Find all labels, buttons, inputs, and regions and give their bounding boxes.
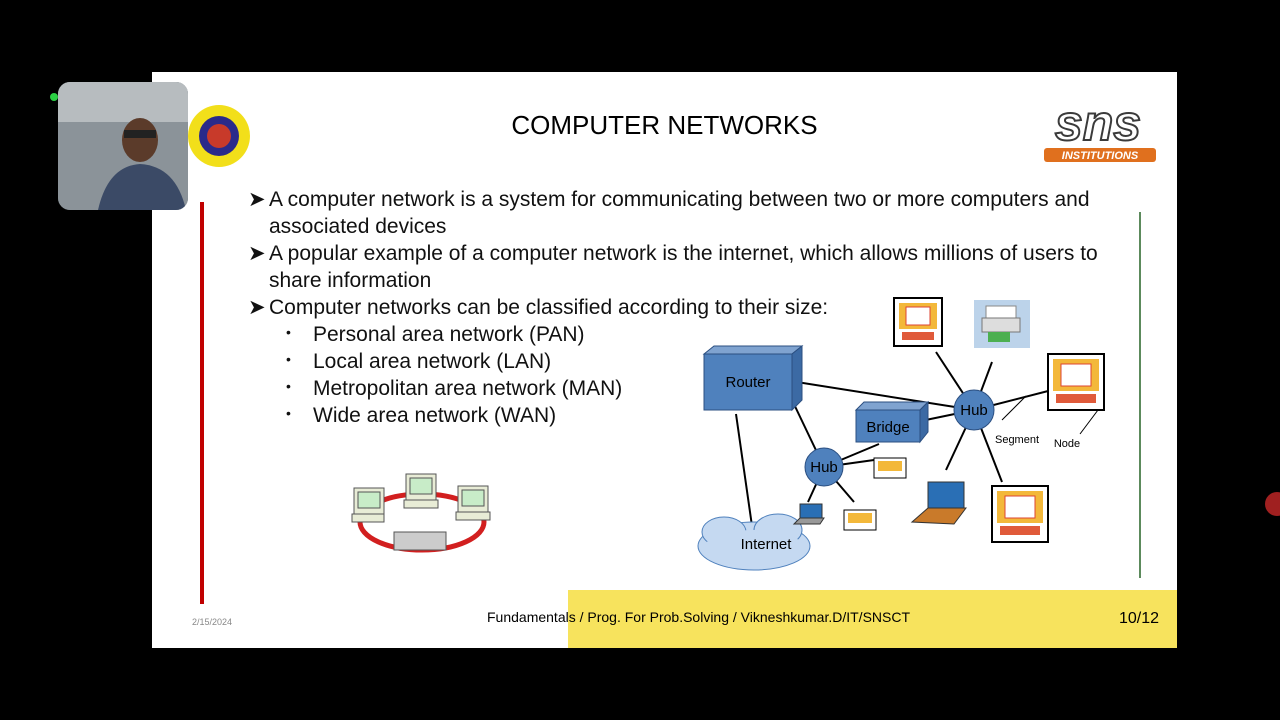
sub-bullet-item: • Metropolitan area network (MAN) xyxy=(248,375,1108,402)
footer-text: Fundamentals / Prog. For Prob.Solving / … xyxy=(487,609,911,625)
computer-icon xyxy=(893,297,943,347)
node-label: Node xyxy=(1054,438,1080,450)
bullet-list: ➤A computer network is a system for comm… xyxy=(248,186,1108,429)
sub-bullet-text: Wide area network (WAN) xyxy=(313,404,557,427)
presenter-image xyxy=(58,82,188,210)
laptop-icon xyxy=(792,503,825,525)
printer-icon xyxy=(974,300,1030,348)
sub-bullet-item: • Wide area network (WAN) xyxy=(248,402,1108,429)
internet-label: Internet xyxy=(741,536,793,553)
logo-text: sns xyxy=(1055,95,1141,151)
computer-icon xyxy=(873,457,907,479)
computer-icon xyxy=(1047,353,1105,411)
dot-bullet-icon: • xyxy=(286,405,291,421)
sns-logo: sns INSTITUTIONS xyxy=(1044,94,1156,162)
bullet-item: ➤A popular example of a computer network… xyxy=(248,240,1108,294)
bullet-text: A popular example of a computer network … xyxy=(269,242,1098,292)
computer-icon xyxy=(843,509,877,531)
slide-title: COMPUTER NETWORKS xyxy=(511,110,818,140)
bullet-item: ➤Computer networks can be classified acc… xyxy=(248,294,1108,321)
live-indicator-icon xyxy=(50,93,58,101)
sub-bullet-text: Local area network (LAN) xyxy=(313,350,552,373)
lan-ring-clipart xyxy=(351,473,491,553)
dot-bullet-icon: • xyxy=(286,324,291,340)
slide-date: 2/15/2024 xyxy=(192,617,233,627)
router-label: Router xyxy=(725,374,770,391)
bullet-item: ➤A computer network is a system for comm… xyxy=(248,186,1108,240)
bullet-text: A computer network is a system for commu… xyxy=(269,188,1090,238)
slide-number: 10/12 xyxy=(1118,610,1159,627)
hub-label: Hub xyxy=(960,402,988,419)
slide: COMPUTER NETWORKS sns INSTITUTIONS ➤A co… xyxy=(152,72,1177,648)
footer-bar xyxy=(568,590,1177,648)
arrow-bullet-icon: ➤ xyxy=(248,242,266,265)
college-seal-logo xyxy=(188,105,250,167)
record-indicator-icon xyxy=(1265,492,1280,516)
network-diagram: Router Bridge Hub Hub Internet Segment N… xyxy=(697,297,1105,571)
bridge-label: Bridge xyxy=(866,419,909,436)
dot-bullet-icon: • xyxy=(286,351,291,367)
dot-bullet-icon: • xyxy=(286,378,291,394)
logo-subtext: INSTITUTIONS xyxy=(1062,150,1139,162)
bullet-text: Computer networks can be classified acco… xyxy=(269,296,829,319)
laptop-icon xyxy=(910,481,967,525)
sub-bullet-item: • Local area network (LAN) xyxy=(248,348,1108,375)
internet-cloud-icon xyxy=(697,513,811,571)
sub-bullet-text: Personal area network (PAN) xyxy=(313,323,585,346)
arrow-bullet-icon: ➤ xyxy=(248,296,266,319)
left-accent-bar xyxy=(200,202,204,604)
presenter-webcam xyxy=(58,82,188,210)
right-accent-bar xyxy=(1139,212,1141,578)
sub-bullet-text: Metropolitan area network (MAN) xyxy=(313,377,623,400)
arrow-bullet-icon: ➤ xyxy=(248,188,266,211)
sub-bullet-item: • Personal area network (PAN) xyxy=(248,321,1108,348)
segment-label: Segment xyxy=(995,434,1039,446)
computer-icon xyxy=(991,485,1049,543)
hub-label: Hub xyxy=(810,459,838,476)
